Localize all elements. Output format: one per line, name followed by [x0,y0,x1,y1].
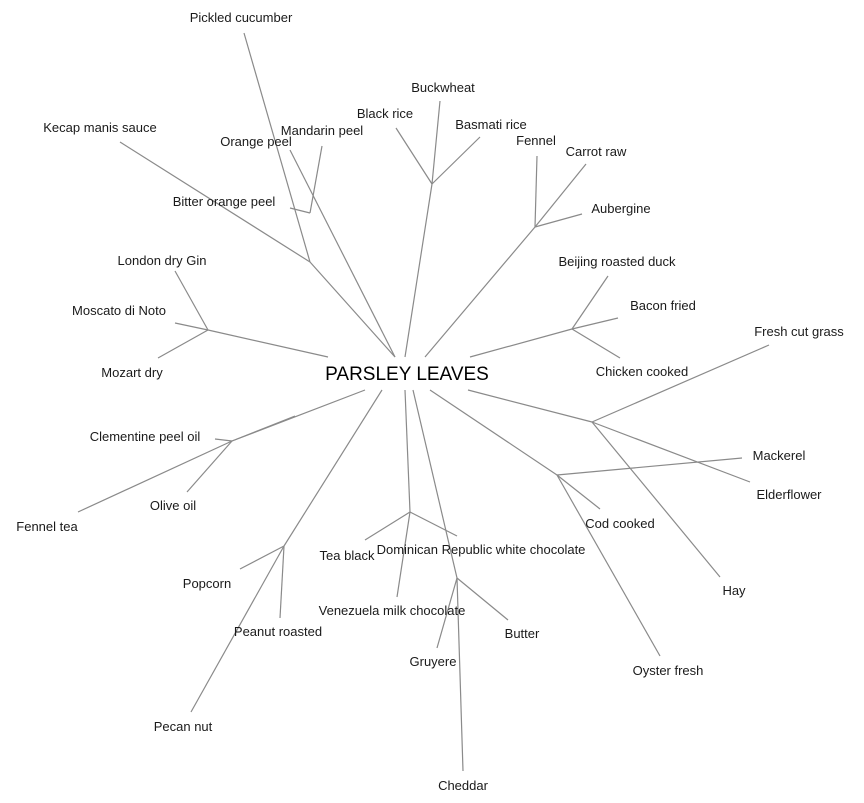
edge [456,577,509,621]
leaf-label: Elderflower [756,487,822,502]
leaf-label: Moscato di Noto [72,303,166,318]
edge [412,389,458,579]
edge [556,474,661,657]
leaf-label: Buckwheat [411,80,475,95]
leaf-label: Olive oil [150,498,196,513]
leaf-label: Popcorn [183,576,231,591]
edge [190,545,285,713]
edge [409,511,458,537]
edge [404,389,411,513]
leaf-label: Kecap manis sauce [43,120,156,135]
leaf-labels: Pickled cucumber Kecap manis sauce Orang… [16,10,844,793]
edge [309,261,396,358]
edge [591,421,751,483]
leaf-label: Hay [722,583,746,598]
leaf-label: Mandarin peel [281,123,363,138]
leaf-label: Basmati rice [455,117,527,132]
tree-edges [77,32,770,772]
leaf-label: Fennel [516,133,556,148]
edge [469,328,573,358]
leaf-label: Tea black [320,548,375,563]
leaf-label: Oyster fresh [633,663,704,678]
leaf-label: Butter [505,626,540,641]
edge [283,389,383,547]
edge [591,421,721,578]
edge [174,322,209,331]
edge [534,213,583,228]
edge [534,155,538,228]
edge [556,474,601,510]
edge [571,317,619,330]
edge [289,207,311,214]
leaf-label: Pickled cucumber [190,10,293,25]
leaf-label: Black rice [357,106,413,121]
edge [424,226,536,358]
leaf-label: Chicken cooked [596,364,689,379]
edge [431,136,481,185]
leaf-label: Pecan nut [154,719,213,734]
edge [186,440,233,493]
leaf-label: Bitter orange peel [173,194,276,209]
edge [534,163,587,228]
leaf-label: Gruyere [410,654,457,669]
edge [395,127,433,185]
leaf-label: Dominican Republic white chocolate [377,542,586,557]
edge [157,329,209,359]
edge [364,511,411,541]
edge [207,329,329,358]
leaf-label: Fennel tea [16,519,78,534]
edge [571,275,609,330]
edge [404,183,433,358]
edge [309,145,323,214]
edge [77,440,233,513]
leaf-label: Orange peel [220,134,292,149]
edge [239,545,285,570]
edge [591,344,770,423]
edge [396,511,411,598]
leaf-label: Venezuela milk chocolate [319,603,466,618]
edge [431,100,441,185]
leaf-label: Peanut roasted [234,624,322,639]
edge [467,389,593,423]
leaf-label: Carrot raw [566,144,627,159]
edge [429,389,558,476]
leaf-label: Clementine peel oil [90,429,201,444]
leaf-label: Beijing roasted duck [558,254,676,269]
leaf-label: Mozart dry [101,365,163,380]
leaf-label: Bacon fried [630,298,696,313]
leaf-label: Cheddar [438,778,489,793]
edge [436,577,458,649]
edge [279,545,285,619]
edge [571,328,621,359]
edge [214,438,233,442]
leaf-label: Cod cooked [585,516,654,531]
leaf-label: London dry Gin [118,253,207,268]
edge [174,270,209,331]
edge [231,415,296,442]
leaf-label: Aubergine [591,201,650,216]
center-ingredient-label: PARSLEY LEAVES [325,364,489,385]
edge [289,149,396,358]
edge [556,457,743,476]
edge [456,577,464,772]
leaf-label: Fresh cut grass [754,324,844,339]
edge [119,141,311,263]
leaf-label: Mackerel [753,448,806,463]
edge [243,32,311,263]
